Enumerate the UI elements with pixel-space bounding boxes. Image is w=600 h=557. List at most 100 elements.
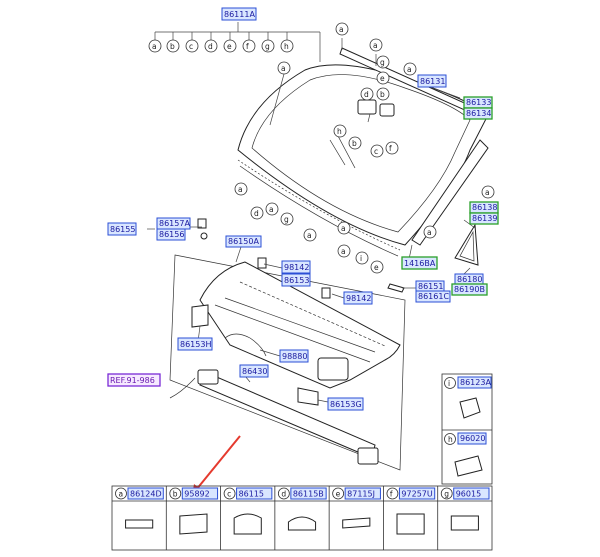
svg-text:a: a xyxy=(238,185,243,194)
svg-text:f: f xyxy=(246,42,249,51)
callout-a11: a xyxy=(423,225,437,239)
cowl-panel xyxy=(199,261,401,389)
callout-a3: a xyxy=(277,61,291,75)
table-letter-g: g xyxy=(440,487,453,500)
clips xyxy=(197,218,405,299)
svg-text:a: a xyxy=(341,224,346,233)
callout-d2: d xyxy=(250,206,264,220)
washer-hose xyxy=(169,333,267,399)
svg-text:a: a xyxy=(307,231,312,240)
svg-text:f: f xyxy=(390,490,393,499)
top-letter-c: c xyxy=(185,32,199,53)
callout-a2: a xyxy=(369,38,383,52)
svg-text:g: g xyxy=(265,42,270,51)
callout-b2: b xyxy=(348,136,362,150)
svg-text:g: g xyxy=(444,490,449,499)
label-86153H: 86153H xyxy=(177,337,213,351)
svg-text:d: d xyxy=(254,209,259,218)
callout-h1: h xyxy=(333,124,347,138)
svg-text:1416BA: 1416BA xyxy=(404,259,436,268)
table-part-87115J: 87115J xyxy=(344,487,381,500)
callout-a8: a xyxy=(337,221,351,235)
seal-pads xyxy=(191,304,319,406)
callout-g2: g xyxy=(280,212,294,226)
table-icon-96015 xyxy=(450,515,479,531)
table-icon-97257U xyxy=(396,513,425,535)
label-86131: 86131 xyxy=(417,74,447,88)
callout-a4: a xyxy=(403,62,417,76)
label-98880: 98880 xyxy=(279,349,309,363)
label-86133: 86133 xyxy=(463,96,493,109)
side-label-96020: 96020 xyxy=(457,432,487,445)
label-86156: 86156 xyxy=(156,228,186,241)
svg-text:g: g xyxy=(380,58,385,67)
svg-text:g: g xyxy=(284,215,289,224)
svg-text:97257U: 97257U xyxy=(401,490,432,499)
svg-text:c: c xyxy=(374,147,378,156)
svg-text:86115: 86115 xyxy=(239,490,264,499)
top-letter-g: g xyxy=(261,32,275,53)
table-letter-f: f xyxy=(386,487,399,500)
svg-text:86124D: 86124D xyxy=(130,490,162,499)
label-86151: 86151 xyxy=(415,280,445,293)
label-86150A: 86150A xyxy=(225,235,262,248)
svg-text:87115J: 87115J xyxy=(347,490,375,499)
table-letter-b: b xyxy=(169,487,182,500)
label-86161C: 86161C xyxy=(415,290,451,303)
label-86430: 86430 xyxy=(239,364,269,378)
svg-text:REF.91-986: REF.91-986 xyxy=(110,376,155,385)
svg-text:86156: 86156 xyxy=(159,230,184,239)
label-98142-right: 98142 xyxy=(343,291,373,305)
label-1416BA: 1416BA xyxy=(401,256,438,270)
svg-text:a: a xyxy=(269,205,274,214)
callout-c1: c xyxy=(370,144,384,158)
svg-text:86153H: 86153H xyxy=(180,340,211,349)
svg-text:a: a xyxy=(485,188,490,197)
top-letter-d: d xyxy=(204,32,218,53)
callout-e1: e xyxy=(376,71,390,85)
svg-text:a: a xyxy=(281,64,286,73)
svg-text:d: d xyxy=(364,90,369,99)
callout-a9: a xyxy=(337,244,351,258)
svg-text:98880: 98880 xyxy=(282,352,307,361)
svg-text:96015: 96015 xyxy=(456,490,481,499)
svg-text:86190B: 86190B xyxy=(454,285,485,294)
side-letter-h: h xyxy=(444,433,456,445)
svg-text:h: h xyxy=(448,435,453,444)
side-icon-96020 xyxy=(454,455,483,477)
table-part-86115: 86115 xyxy=(236,487,273,500)
callout-e2: e xyxy=(370,260,384,274)
table-icon-86115 xyxy=(233,513,262,535)
svg-text:86134: 86134 xyxy=(466,109,491,118)
label-86155: 86155 xyxy=(107,222,137,236)
table-part-96015: 96015 xyxy=(453,487,490,500)
callout-f1: f xyxy=(385,141,399,155)
svg-text:e: e xyxy=(336,490,341,499)
svg-text:b: b xyxy=(170,42,175,51)
svg-text:86150A: 86150A xyxy=(228,237,259,246)
svg-text:86153: 86153 xyxy=(284,276,309,285)
mirror-bracket xyxy=(357,99,395,123)
top-letter-f: f xyxy=(242,32,256,53)
svg-text:98142: 98142 xyxy=(346,294,371,303)
svg-text:a: a xyxy=(152,42,157,51)
cowl-seal-strip xyxy=(197,369,379,465)
svg-text:a: a xyxy=(339,25,344,34)
svg-text:f: f xyxy=(389,144,392,153)
quarter-glass xyxy=(454,223,479,266)
svg-text:86155: 86155 xyxy=(110,225,135,234)
svg-text:86123A: 86123A xyxy=(460,378,491,387)
label-86153: 86153 xyxy=(281,273,311,287)
label-86134: 86134 xyxy=(463,107,493,120)
label-86190B: 86190B xyxy=(451,283,488,296)
svg-text:c: c xyxy=(189,42,193,51)
table-part-97257U: 97257U xyxy=(398,487,436,500)
svg-text:86115B: 86115B xyxy=(293,490,324,499)
label-86157A: 86157A xyxy=(156,217,191,230)
table-letter-c: c xyxy=(223,487,236,500)
svg-text:86151: 86151 xyxy=(418,282,443,291)
svg-text:c: c xyxy=(227,490,231,499)
